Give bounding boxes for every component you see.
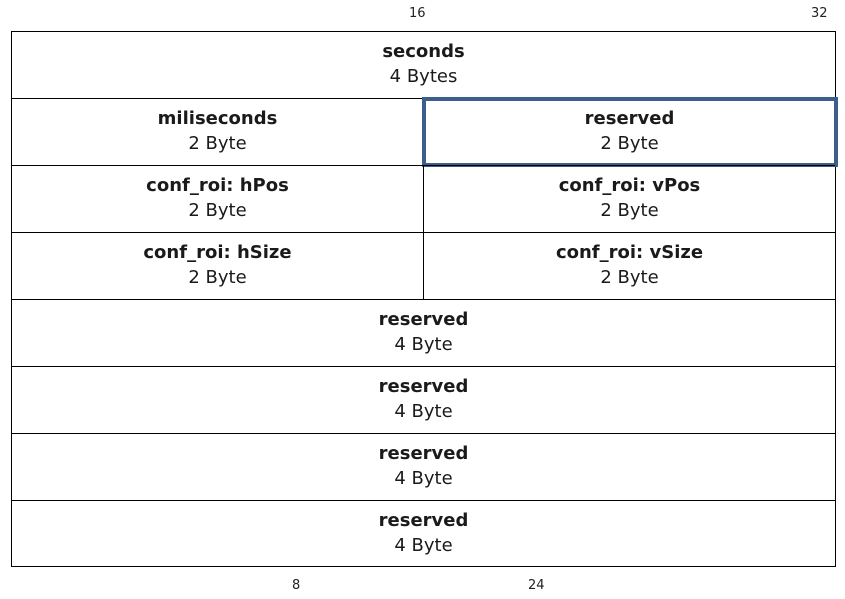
field-size: 4 Byte (394, 468, 453, 489)
field-hsize: conf_roi: hSize 2 Byte (12, 233, 423, 299)
bit-tick-32: 32 (811, 6, 828, 21)
field-vsize: conf_roi: vSize 2 Byte (423, 233, 835, 299)
field-reserved: reserved 4 Byte (12, 501, 835, 566)
field-size: 2 Byte (600, 267, 659, 288)
field-name: conf_roi: hSize (143, 242, 292, 263)
field-reserved-highlighted: reserved 2 Byte (422, 97, 838, 167)
field-size: 4 Byte (394, 534, 453, 556)
field-reserved: reserved 4 Byte (12, 434, 835, 500)
field-name: reserved (584, 108, 675, 129)
field-size: 2 Byte (188, 200, 247, 221)
field-name: seconds (382, 41, 465, 62)
field-name: conf_roi: vSize (555, 242, 704, 263)
field-size: 4 Bytes (389, 66, 458, 87)
register-layout-table: seconds 4 Bytes miliseconds 2 Byte reser… (11, 31, 838, 567)
field-name: reserved (378, 309, 469, 330)
field-seconds: seconds 4 Bytes (12, 32, 835, 98)
field-size: 4 Byte (394, 334, 453, 355)
row-1: miliseconds 2 Byte reserved 2 Byte (12, 97, 838, 167)
field-name: conf_roi: hPos (146, 175, 289, 196)
field-reserved: reserved 4 Byte (12, 367, 835, 433)
row-0: seconds 4 Bytes (12, 32, 835, 98)
field-size: 4 Byte (394, 401, 453, 422)
row-3: conf_roi: hSize 2 Byte conf_roi: vSize 2… (12, 232, 835, 299)
field-vpos: conf_roi: vPos 2 Byte (423, 166, 835, 232)
field-miliseconds: miliseconds 2 Byte (12, 99, 423, 165)
field-name: miliseconds (157, 108, 278, 129)
field-hpos: conf_roi: hPos 2 Byte (12, 166, 423, 232)
field-size: 2 Byte (188, 267, 247, 288)
field-reserved: reserved 4 Byte (12, 300, 835, 366)
field-name: reserved (378, 509, 469, 531)
row-5: reserved 4 Byte (12, 366, 835, 433)
bit-tick-16: 16 (409, 6, 426, 21)
field-name: reserved (378, 376, 469, 397)
field-size: 2 Byte (600, 200, 659, 221)
field-name: conf_roi: vPos (558, 175, 701, 196)
field-size: 2 Byte (188, 133, 247, 154)
row-7: reserved 4 Byte (12, 500, 835, 566)
row-4: reserved 4 Byte (12, 299, 835, 366)
bit-tick-24: 24 (528, 578, 545, 593)
field-size: 2 Byte (600, 133, 659, 154)
bit-tick-8: 8 (292, 578, 301, 593)
row-2: conf_roi: hPos 2 Byte conf_roi: vPos 2 B… (12, 165, 835, 232)
field-name: reserved (378, 443, 469, 464)
row-6: reserved 4 Byte (12, 433, 835, 500)
